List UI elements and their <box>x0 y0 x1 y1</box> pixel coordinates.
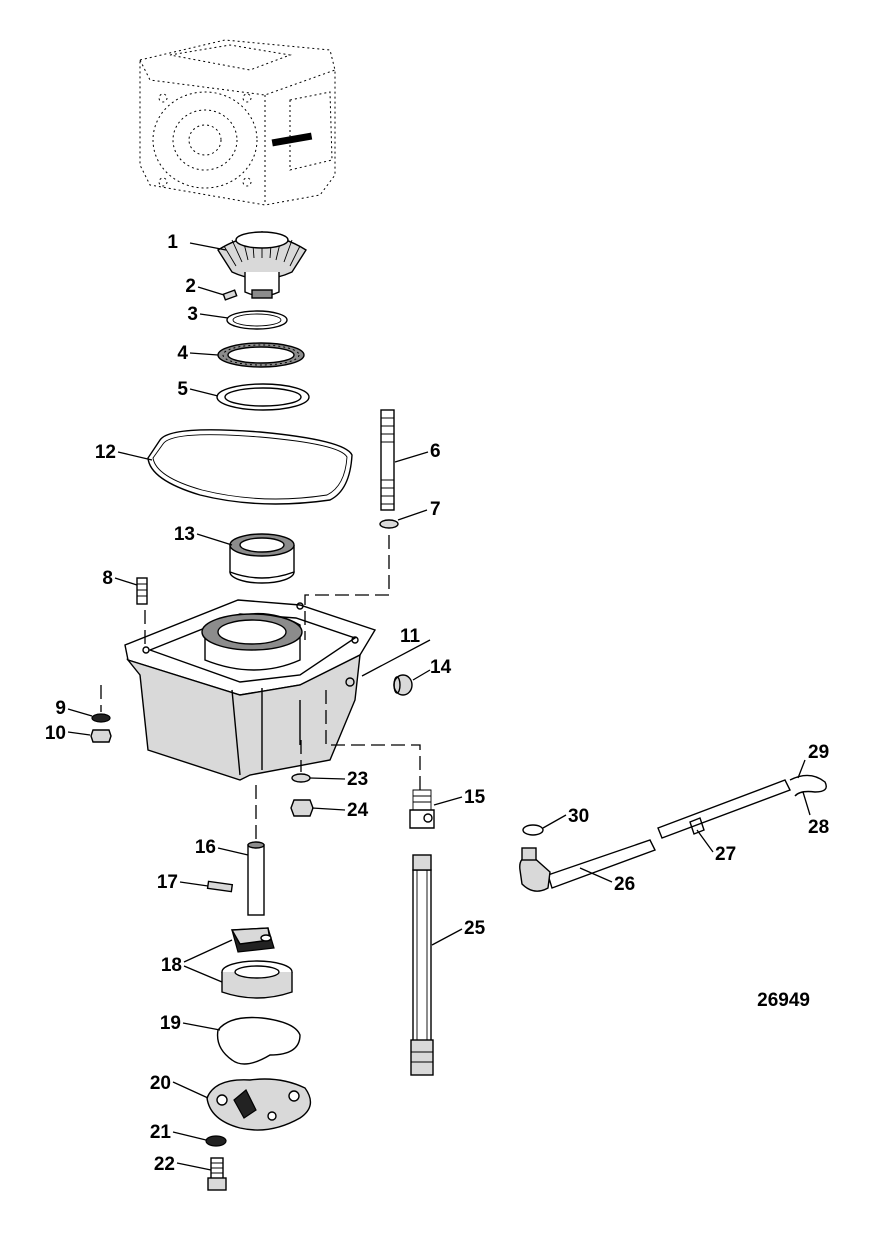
callout-15: 15 <box>464 787 486 808</box>
hose-fitting <box>409 789 435 829</box>
hose-vertical <box>410 854 434 1076</box>
washer-center <box>291 773 311 783</box>
tube-clip <box>689 817 705 835</box>
pump-gasket <box>216 1016 301 1065</box>
callout-10: 10 <box>45 723 66 744</box>
roll-pin <box>206 880 234 893</box>
callout-16: 16 <box>195 837 216 858</box>
callout-8: 8 <box>102 568 113 589</box>
callout-labels: 1 2 3 4 5 6 7 8 9 10 11 12 13 14 15 16 1… <box>45 232 829 1175</box>
callout-5: 5 <box>177 379 188 400</box>
callout-27: 27 <box>715 844 736 865</box>
alignment-lines <box>100 535 421 842</box>
callout-3: 3 <box>187 304 198 325</box>
pin <box>222 289 238 301</box>
callout-11: 11 <box>400 626 421 647</box>
o-ring <box>147 429 353 505</box>
callout-2: 2 <box>185 276 196 297</box>
callout-26: 26 <box>614 874 635 895</box>
callout-9: 9 <box>55 698 66 719</box>
callout-19: 19 <box>160 1013 181 1034</box>
callout-28: 28 <box>808 817 829 838</box>
leader-lines <box>67 242 811 1171</box>
callout-21: 21 <box>150 1122 172 1143</box>
callout-14: 14 <box>430 657 452 678</box>
stud-long <box>380 409 395 511</box>
small-washer <box>379 519 399 529</box>
pump-housing <box>124 599 377 781</box>
cover-bolt <box>207 1157 227 1191</box>
nut-left <box>90 729 112 743</box>
callout-17: 17 <box>157 872 178 893</box>
gear-housing-reference <box>139 39 336 206</box>
cover-washer <box>205 1135 227 1147</box>
callout-24: 24 <box>347 800 369 821</box>
callout-20: 20 <box>150 1073 171 1094</box>
stud-short <box>136 577 148 605</box>
callout-30: 30 <box>568 806 589 827</box>
hose-clamp <box>789 774 827 797</box>
callout-6: 6 <box>430 441 441 462</box>
callout-7: 7 <box>430 499 441 520</box>
callout-12: 12 <box>95 442 116 463</box>
callout-25: 25 <box>464 918 486 939</box>
bevel-gear <box>217 231 307 299</box>
callout-22: 22 <box>154 1154 175 1175</box>
nut-center <box>290 799 314 817</box>
callout-13: 13 <box>174 524 195 545</box>
callout-23: 23 <box>347 769 368 790</box>
tube-washer <box>522 824 544 836</box>
callout-29: 29 <box>808 742 829 763</box>
washer-left <box>91 713 111 723</box>
callout-18: 18 <box>161 955 182 976</box>
plug <box>393 674 413 696</box>
oil-tube <box>519 779 791 892</box>
callout-1: 1 <box>167 232 178 253</box>
pump-rotor-set <box>221 927 293 999</box>
pump-cover <box>206 1078 312 1131</box>
drive-shaft <box>247 841 265 916</box>
thrust-bearing <box>217 342 305 368</box>
needle-bearing <box>229 533 295 584</box>
figure-number: 26949 <box>757 990 810 1011</box>
callout-4: 4 <box>177 343 188 364</box>
